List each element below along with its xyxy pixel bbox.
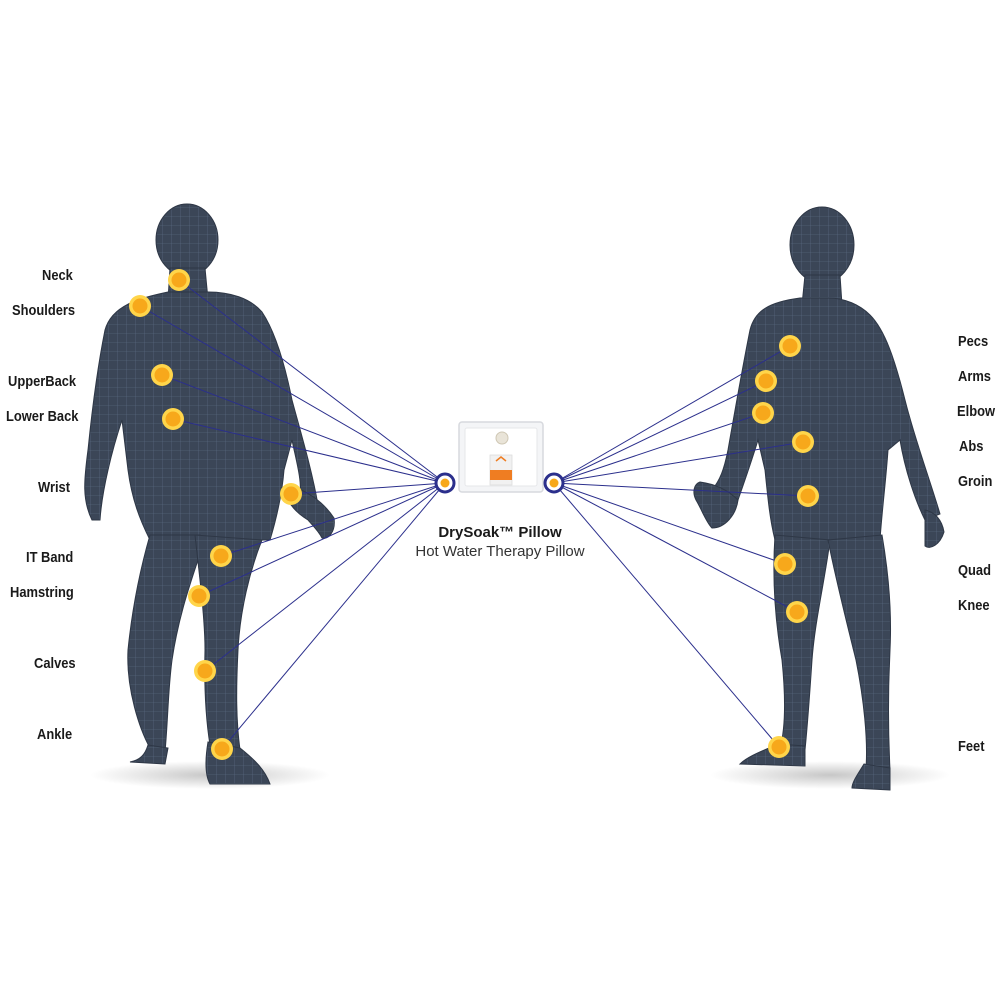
label-lower-back: Lower Back	[6, 408, 79, 425]
product-subtitle: Hot Water Therapy Pillow	[415, 543, 585, 560]
label-feet: Feet	[958, 738, 985, 755]
label-it-band: IT Band	[26, 549, 74, 566]
connector-line-hamstring	[198, 482, 446, 597]
connector-line-quad	[553, 482, 786, 565]
front-point-elbow	[752, 402, 774, 424]
connector-line-ankle	[221, 482, 446, 750]
connector-line-calves	[204, 482, 446, 672]
connector-line-abs	[553, 441, 804, 484]
connector-line-it-band	[220, 482, 446, 557]
front-figure	[693, 206, 945, 791]
product-title: DrySoak™ Pillow	[438, 524, 562, 541]
label-abs: Abs	[959, 438, 984, 455]
product-image	[458, 421, 544, 493]
back-point-calves	[194, 660, 216, 682]
back-point-lower-back	[162, 408, 184, 430]
connector-line-groin	[553, 482, 809, 497]
product-caption: DrySoak™ Pillow Hot Water Therapy Pillow	[380, 524, 620, 560]
label-neck: Neck	[42, 267, 73, 284]
connector-line-neck	[178, 279, 446, 484]
label-ankle: Ankle	[37, 726, 73, 743]
front-figure-shadow	[710, 761, 950, 789]
back-point-shoulders	[129, 295, 151, 317]
connector-line-wrist	[290, 482, 446, 495]
back-point-neck	[168, 269, 190, 291]
front-point-groin	[797, 485, 819, 507]
connector-line-pecs	[553, 345, 791, 484]
label-elbow: Elbow	[957, 403, 995, 420]
back-point-it-band	[210, 545, 232, 567]
connector-line-lower-back	[172, 418, 446, 484]
connector-lines	[139, 279, 809, 750]
label-wrist: Wrist	[38, 479, 71, 496]
front-point-feet	[768, 736, 790, 758]
back-point-ankle	[211, 738, 233, 760]
back-point-upperback	[151, 364, 173, 386]
front-point-arms	[755, 370, 777, 392]
label-knee: Knee	[958, 597, 990, 614]
connector-line-elbow	[553, 412, 764, 484]
label-pecs: Pecs	[958, 333, 989, 350]
connector-line-arms	[553, 380, 767, 484]
connector-line-upperback	[161, 374, 446, 484]
connector-line-knee	[553, 482, 798, 613]
back-point-wrist	[280, 483, 302, 505]
front-point-abs	[792, 431, 814, 453]
connector-line-feet	[553, 482, 780, 748]
label-groin: Groin	[958, 473, 993, 490]
label-hamstring: Hamstring	[10, 584, 74, 601]
back-hub-dot	[434, 472, 456, 494]
back-point-hamstring	[188, 585, 210, 607]
front-point-knee	[786, 601, 808, 623]
label-arms: Arms	[958, 368, 991, 385]
label-upperback: UpperBack	[8, 373, 77, 390]
front-point-quad	[774, 553, 796, 575]
label-quad: Quad	[958, 562, 991, 579]
front-hub-dot	[543, 472, 565, 494]
label-calves: Calves	[34, 655, 76, 672]
front-point-pecs	[779, 335, 801, 357]
label-shoulders: Shoulders	[12, 302, 76, 319]
connector-line-shoulders	[139, 305, 446, 484]
